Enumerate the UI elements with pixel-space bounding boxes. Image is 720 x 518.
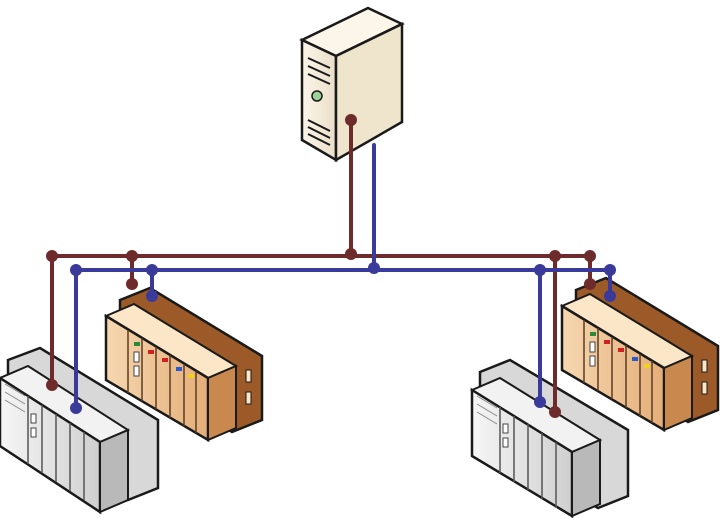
network-a-node (46, 250, 58, 262)
network-a-node (549, 250, 561, 262)
network-b-cable (74, 143, 612, 410)
network-b-node (604, 264, 616, 276)
network-b-node (368, 262, 380, 274)
network-a-nodes (46, 114, 596, 418)
network-a-node (549, 406, 561, 418)
network-a-node (345, 114, 357, 126)
network-a-node (584, 250, 596, 262)
network-b-node (534, 264, 546, 276)
network-a-cable (50, 118, 592, 414)
network-b-node (70, 402, 82, 414)
plc-gray-right-icon (469, 358, 630, 518)
plc-orange-right-icon (559, 276, 720, 433)
network-b-node (604, 290, 616, 302)
network-b-node (146, 290, 158, 302)
network-b-node (70, 264, 82, 276)
network-b-nodes (70, 262, 616, 414)
network-a-node (126, 250, 138, 262)
network-a-node (126, 278, 138, 290)
network-b-node (146, 264, 158, 276)
network-a-node (584, 278, 596, 290)
network-a-node (345, 248, 357, 260)
plc-gray-left-icon (0, 346, 160, 515)
plc-orange-left-icon (103, 286, 264, 443)
network-a-node (46, 379, 58, 391)
network-b-node (534, 396, 546, 408)
